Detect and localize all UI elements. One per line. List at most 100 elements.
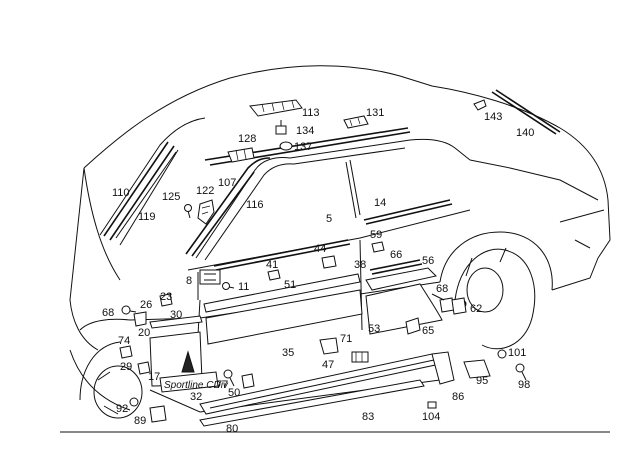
label-98: 98 — [518, 379, 530, 391]
label-101: 101 — [508, 347, 526, 359]
label-80: 80 — [226, 423, 238, 435]
label-110: 110 — [112, 187, 130, 199]
part-101 — [497, 349, 507, 359]
part-74 — [119, 345, 133, 359]
part-95 — [463, 359, 491, 379]
sportline-badge: Sportline CDiv — [159, 371, 229, 393]
callout-labels: 113 131 134 128 137 143 140 110 125 122 … — [102, 107, 534, 435]
label-128: 128 — [238, 133, 256, 145]
part-44 — [321, 255, 337, 269]
label-50: 50 — [228, 387, 240, 399]
front-wheel — [79, 341, 143, 419]
label-53: 53 — [368, 323, 380, 335]
label-51: 51 — [284, 279, 296, 291]
label-71: 71 — [340, 333, 352, 345]
label-125: 125 — [162, 191, 180, 203]
part-47 — [351, 351, 369, 363]
label-14: 14 — [374, 197, 386, 209]
part-98 — [515, 363, 527, 381]
badge-text: Sportline CDiv — [164, 380, 229, 391]
part-89 — [149, 405, 167, 423]
part-68-left — [121, 305, 137, 315]
part-11 — [222, 282, 235, 290]
label-32: 32 — [190, 391, 202, 403]
label-29: 29 — [120, 361, 132, 373]
part-30-strip — [149, 315, 203, 329]
label-11: 11 — [238, 281, 249, 293]
part-53-panel — [365, 283, 443, 335]
label-20: 20 — [138, 327, 150, 339]
part-122 — [197, 199, 215, 225]
label-8: 8 — [186, 275, 192, 287]
part-5-strip — [213, 239, 351, 271]
part-131 — [343, 115, 369, 129]
part-41 — [267, 269, 281, 281]
part-26 — [133, 311, 147, 327]
part-119-strip — [115, 151, 177, 239]
part-128 — [227, 147, 255, 163]
label-26: 26 — [140, 299, 152, 311]
label-35: 35 — [282, 347, 294, 359]
part-134 — [275, 120, 287, 135]
part-71 — [319, 337, 339, 355]
label-17: 17 — [148, 371, 160, 383]
part-80-strip — [199, 379, 425, 427]
label-122: 122 — [196, 185, 214, 197]
label-68-right: 68 — [436, 283, 448, 295]
label-116: 116 — [246, 199, 264, 211]
label-30: 30 — [170, 309, 182, 321]
label-59: 59 — [370, 229, 382, 241]
part-56-strip — [365, 267, 438, 291]
part-50 — [241, 373, 255, 389]
part-65 — [405, 317, 421, 335]
rear-wheel — [454, 247, 536, 350]
part-113 — [249, 99, 303, 117]
arrow-pointer — [181, 350, 195, 373]
label-119: 119 — [138, 211, 156, 223]
part-51-strip — [203, 273, 361, 313]
label-77: 77 — [216, 379, 228, 391]
label-62: 62 — [470, 303, 482, 315]
label-66: 66 — [390, 249, 402, 261]
label-44: 44 — [314, 243, 326, 255]
label-131: 131 — [366, 107, 384, 119]
label-134: 134 — [296, 125, 314, 137]
label-104: 104 — [422, 411, 440, 423]
label-113: 113 — [302, 107, 320, 119]
part-66-strip — [369, 259, 423, 275]
label-38: 38 — [354, 259, 366, 271]
part-104 — [427, 401, 437, 409]
part-8-emblem — [199, 269, 221, 285]
label-137: 137 — [294, 141, 312, 153]
label-107: 107 — [218, 177, 236, 189]
label-74: 74 — [118, 335, 130, 347]
part-35-panel — [205, 289, 363, 345]
part-143 — [473, 99, 487, 111]
part-107-strip — [185, 157, 271, 257]
part-59 — [371, 241, 385, 253]
label-47: 47 — [322, 359, 334, 371]
part-77 — [223, 369, 235, 387]
label-143: 143 — [484, 111, 502, 123]
part-125 — [184, 204, 192, 219]
label-41: 41 — [266, 259, 278, 271]
part-14-strip — [363, 199, 453, 225]
part-86-cap — [431, 351, 455, 385]
part-110-strip — [103, 141, 175, 241]
part-140-strip — [491, 89, 561, 135]
part-62 — [451, 297, 467, 315]
label-83: 83 — [362, 411, 374, 423]
part-92 — [129, 397, 139, 407]
label-65: 65 — [422, 325, 434, 337]
label-23: 23 — [160, 291, 172, 303]
part-137 — [279, 141, 293, 151]
sill-inner-line — [209, 359, 435, 409]
label-68-left: 68 — [102, 307, 114, 319]
label-95: 95 — [476, 375, 488, 387]
label-86: 86 — [452, 391, 464, 403]
label-140: 140 — [516, 127, 534, 139]
label-5: 5 — [326, 213, 332, 225]
label-92: 92 — [116, 403, 128, 415]
